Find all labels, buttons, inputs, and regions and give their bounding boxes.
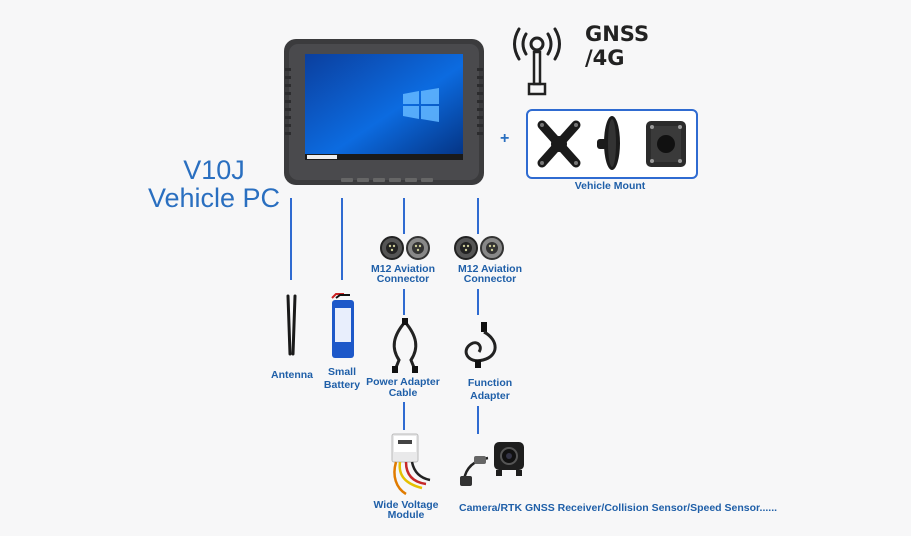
line-m12-left-bottom (403, 289, 405, 315)
m12-connector-right-icon (454, 236, 504, 260)
camera-icon (460, 442, 524, 486)
antenna-icon (286, 294, 297, 356)
m12-left-label-2: Connector (376, 273, 430, 285)
vehicle-pc-tablet (284, 39, 484, 185)
line-m12-right-bottom (477, 289, 479, 315)
m12-right-label-2: Connector (463, 273, 517, 285)
vehicle-mount-label: Vehicle Mount (574, 180, 646, 192)
wide-voltage-label-2: Module (387, 509, 425, 521)
function-label-1: Function (467, 377, 513, 389)
line-m12-right-top (477, 198, 479, 234)
line-m12-left-top (403, 198, 405, 234)
line-battery (341, 198, 343, 280)
battery-icon (331, 293, 354, 358)
mount-plate-icon (646, 121, 686, 167)
power-cable-label-1: Power Adapter (366, 376, 440, 388)
line-power-cable (403, 402, 405, 430)
function-adapter-icon (464, 322, 497, 368)
screen (305, 54, 463, 160)
windows-logo-icon (403, 88, 439, 122)
m12-left-label-1: M12 Aviation (371, 263, 435, 275)
mount-arm-icon (597, 116, 620, 170)
wide-voltage-module-icon (391, 433, 431, 496)
plus-sign: + (500, 130, 510, 147)
m12-connector-left-icon (380, 236, 430, 260)
power-cable-icon (392, 318, 418, 373)
line-function-adapter (477, 406, 479, 434)
m12-right-label-1: M12 Aviation (458, 263, 522, 275)
vehicle-mount-box (526, 109, 698, 179)
power-cable-label-2: Cable (388, 387, 418, 399)
title-product: Vehicle PC (147, 183, 281, 213)
peripherals-label: Camera/RTK GNSS Receiver/Collision Senso… (459, 502, 778, 514)
battery-label-1: Small (327, 366, 356, 378)
antenna-label: Antenna (271, 369, 313, 381)
wide-voltage-label-1: Wide Voltage (373, 499, 439, 511)
battery-label-2: Battery (323, 379, 361, 391)
vesa-bracket-icon (537, 120, 581, 168)
gnss-antenna-icon (513, 27, 561, 96)
gnss-label-line1: GNSS (585, 22, 650, 46)
title-model: V10J (183, 155, 245, 185)
function-label-2: Adapter (470, 390, 510, 402)
line-antenna (290, 198, 292, 280)
gnss-label-line2: /4G (585, 46, 625, 70)
